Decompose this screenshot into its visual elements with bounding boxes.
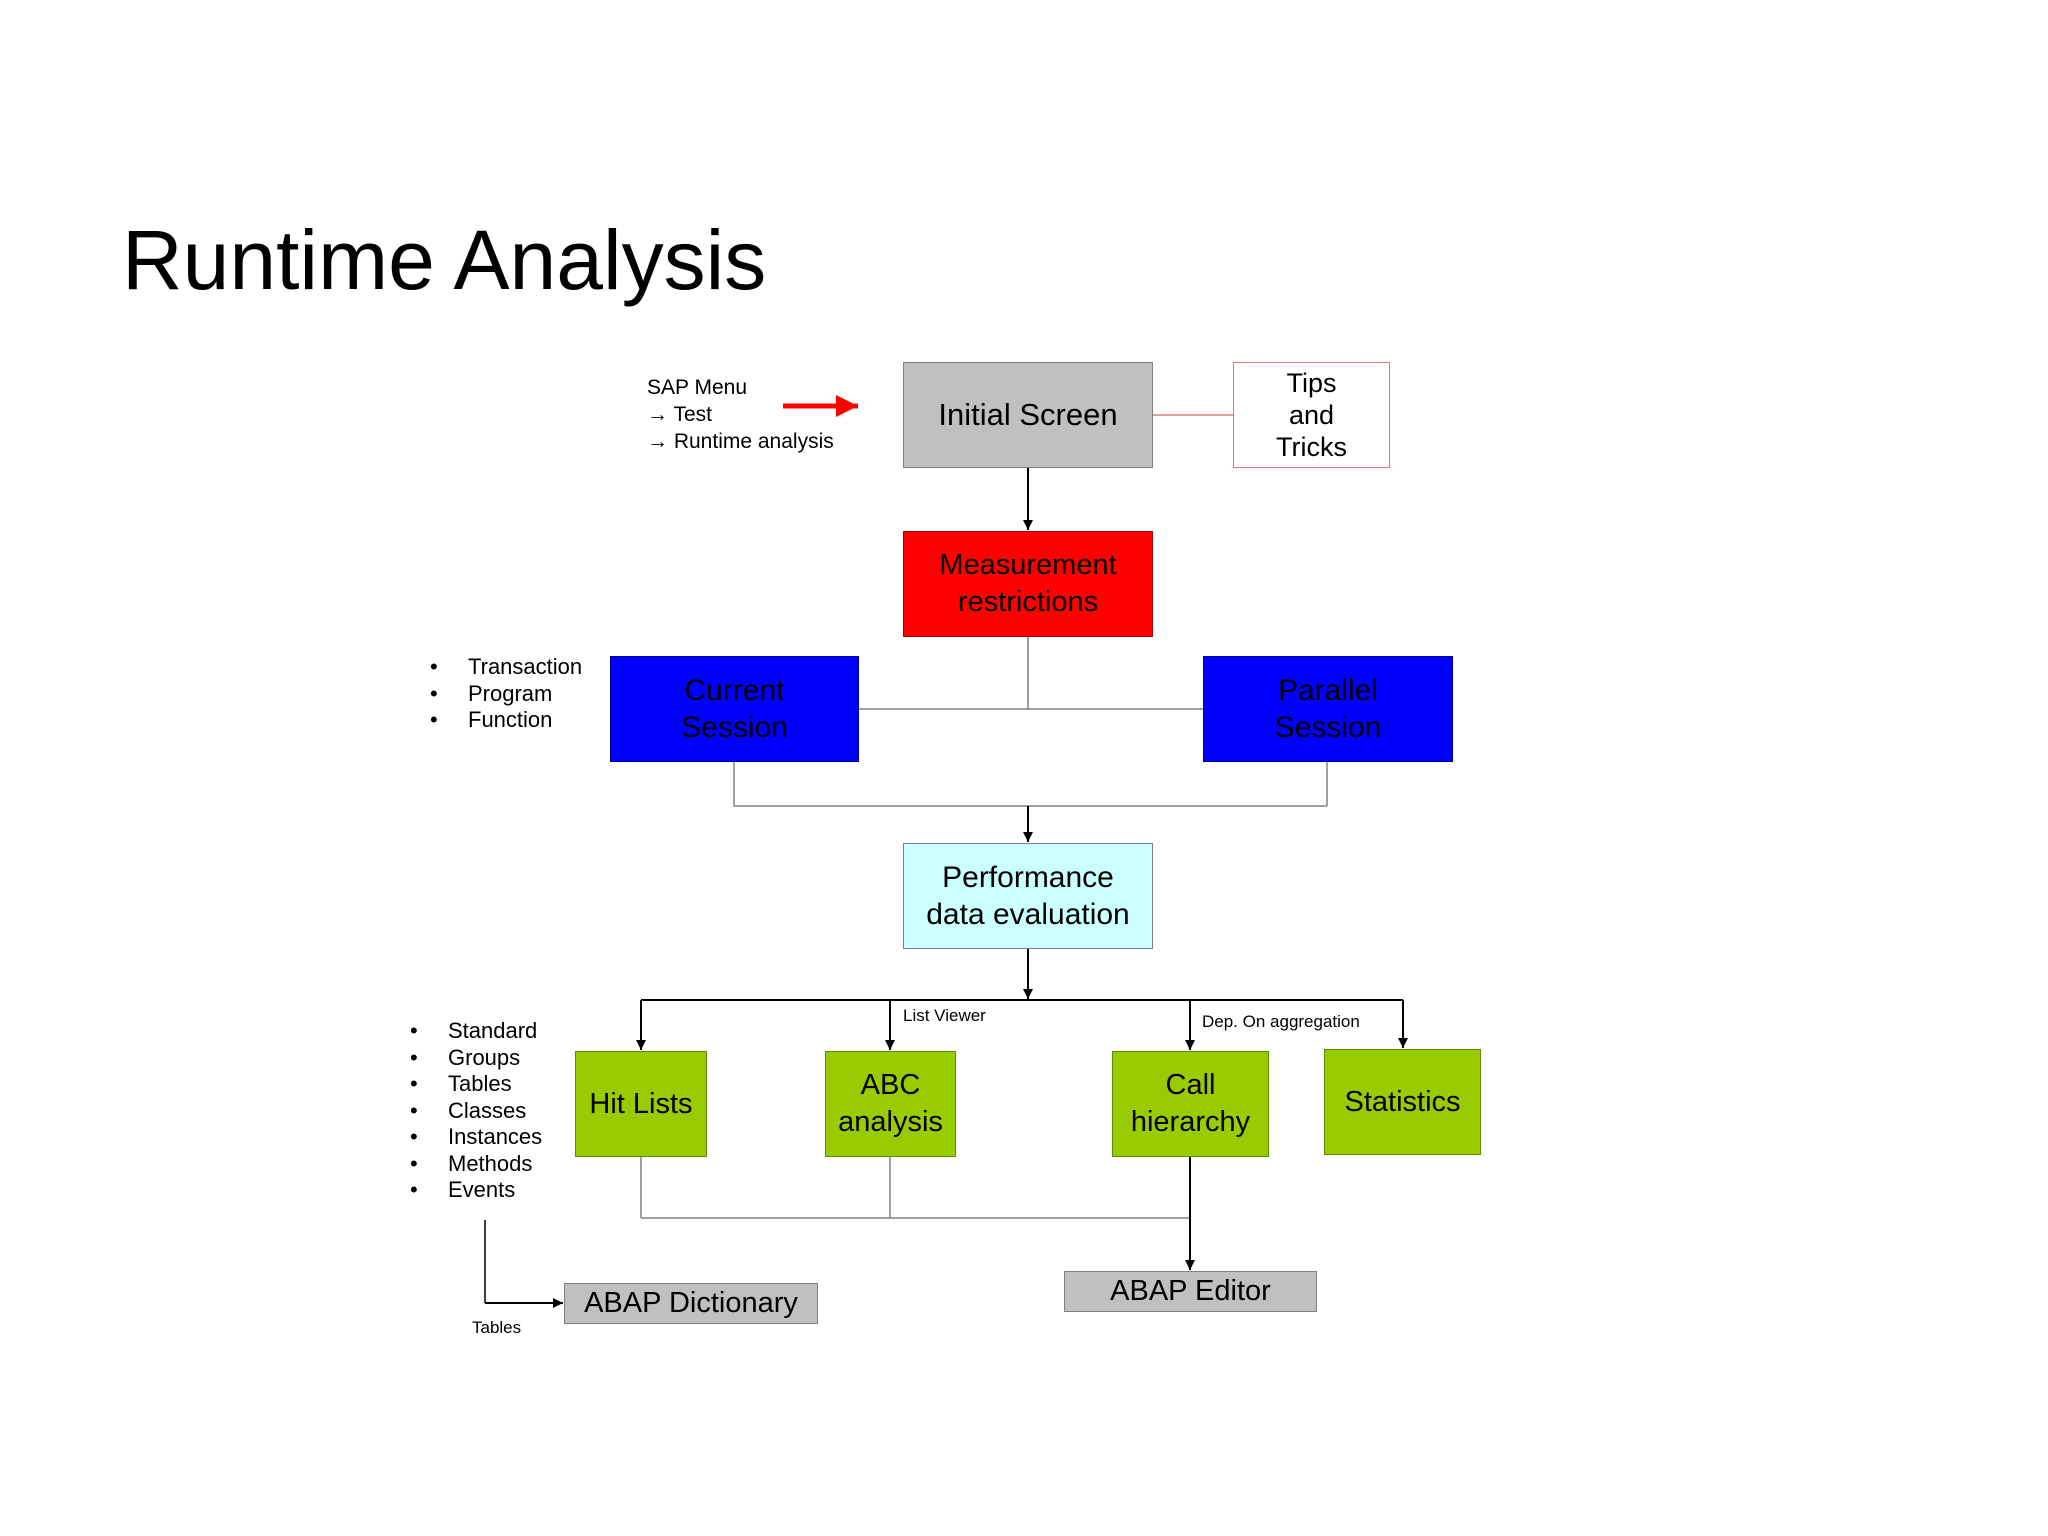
- performance-evaluation-box: Performance data evaluation: [903, 843, 1153, 949]
- tips-box: Tips and Tricks: [1233, 362, 1390, 468]
- list-item: Classes: [410, 1098, 542, 1125]
- hit-lists-box: Hit Lists: [575, 1051, 707, 1157]
- list-item: Instances: [410, 1124, 542, 1151]
- tips-label: Tips and Tricks: [1276, 368, 1347, 462]
- measurement-restrictions-box: Measurement restrictions: [903, 531, 1153, 637]
- menu-path-line2: → Test: [647, 403, 712, 426]
- dep-aggregation-label: Dep. On aggregation: [1202, 1012, 1360, 1031]
- abap-editor-box: ABAP Editor: [1064, 1271, 1317, 1312]
- performance-evaluation-label: Performance data evaluation: [926, 861, 1130, 931]
- session-bullet-list: Transaction Program Function: [430, 654, 582, 734]
- menu-path-line3: → Runtime analysis: [647, 430, 834, 453]
- page-title: Runtime Analysis: [122, 213, 767, 307]
- statistics-label: Statistics: [1344, 1085, 1461, 1118]
- current-session-box: Current Session: [610, 656, 859, 762]
- list-item: Events: [410, 1177, 542, 1204]
- abap-editor-label: ABAP Editor: [1110, 1275, 1271, 1307]
- statistics-box: Statistics: [1324, 1049, 1481, 1155]
- list-item: Function: [430, 707, 582, 734]
- list-item: Transaction: [430, 654, 582, 681]
- tables-label: Tables: [472, 1318, 522, 1337]
- call-hierarchy-box: Call hierarchy: [1112, 1051, 1269, 1157]
- measurement-restrictions-label: Measurement restrictions: [939, 549, 1117, 618]
- list-item: Program: [430, 681, 582, 708]
- parallel-session-box: Parallel Session: [1203, 656, 1453, 762]
- abc-analysis-label: ABC analysis: [838, 1069, 943, 1138]
- abap-dictionary-label: ABAP Dictionary: [584, 1287, 798, 1319]
- hit-lists-label: Hit Lists: [589, 1087, 693, 1120]
- abc-analysis-box: ABC analysis: [825, 1051, 956, 1157]
- menu-path: SAP Menu → Test → Runtime analysis: [647, 374, 834, 455]
- list-viewer-label: List Viewer: [903, 1006, 986, 1025]
- menu-path-line1: SAP Menu: [647, 376, 748, 399]
- list-item: Methods: [410, 1151, 542, 1178]
- initial-screen-box: Initial Screen: [903, 362, 1153, 468]
- current-session-label: Current Session: [681, 674, 788, 744]
- abap-dictionary-box: ABAP Dictionary: [564, 1283, 818, 1324]
- list-item: Standard: [410, 1018, 542, 1045]
- parallel-session-label: Parallel Session: [1274, 674, 1382, 744]
- call-hierarchy-label: Call hierarchy: [1130, 1069, 1251, 1138]
- initial-screen-label: Initial Screen: [938, 397, 1118, 432]
- list-item: Groups: [410, 1045, 542, 1072]
- list-item: Tables: [410, 1071, 542, 1098]
- hitlist-bullet-list: Standard Groups Tables Classes Instances…: [410, 1018, 542, 1204]
